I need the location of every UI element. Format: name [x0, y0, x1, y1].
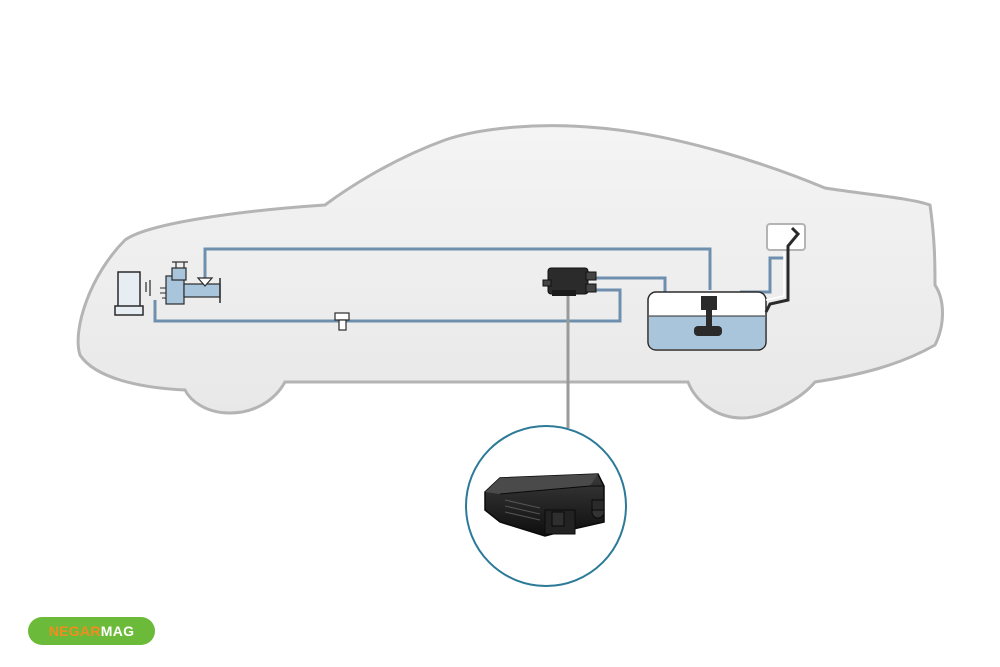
throttle-body [160, 261, 221, 305]
charcoal-canister [542, 267, 597, 296]
canister-closeup [484, 473, 605, 537]
logo-part1: NEGAR [48, 623, 101, 639]
canister-callout [465, 425, 627, 587]
filler-neck [764, 223, 806, 313]
car-body [76, 124, 944, 420]
purge-valve [334, 312, 350, 331]
fuel-pump [694, 296, 722, 336]
vapor-line-top [203, 247, 712, 290]
canister-tank-line [596, 276, 667, 292]
logo-part2: MAG [100, 623, 135, 639]
purge-line [153, 288, 622, 323]
engine-block [114, 271, 151, 316]
